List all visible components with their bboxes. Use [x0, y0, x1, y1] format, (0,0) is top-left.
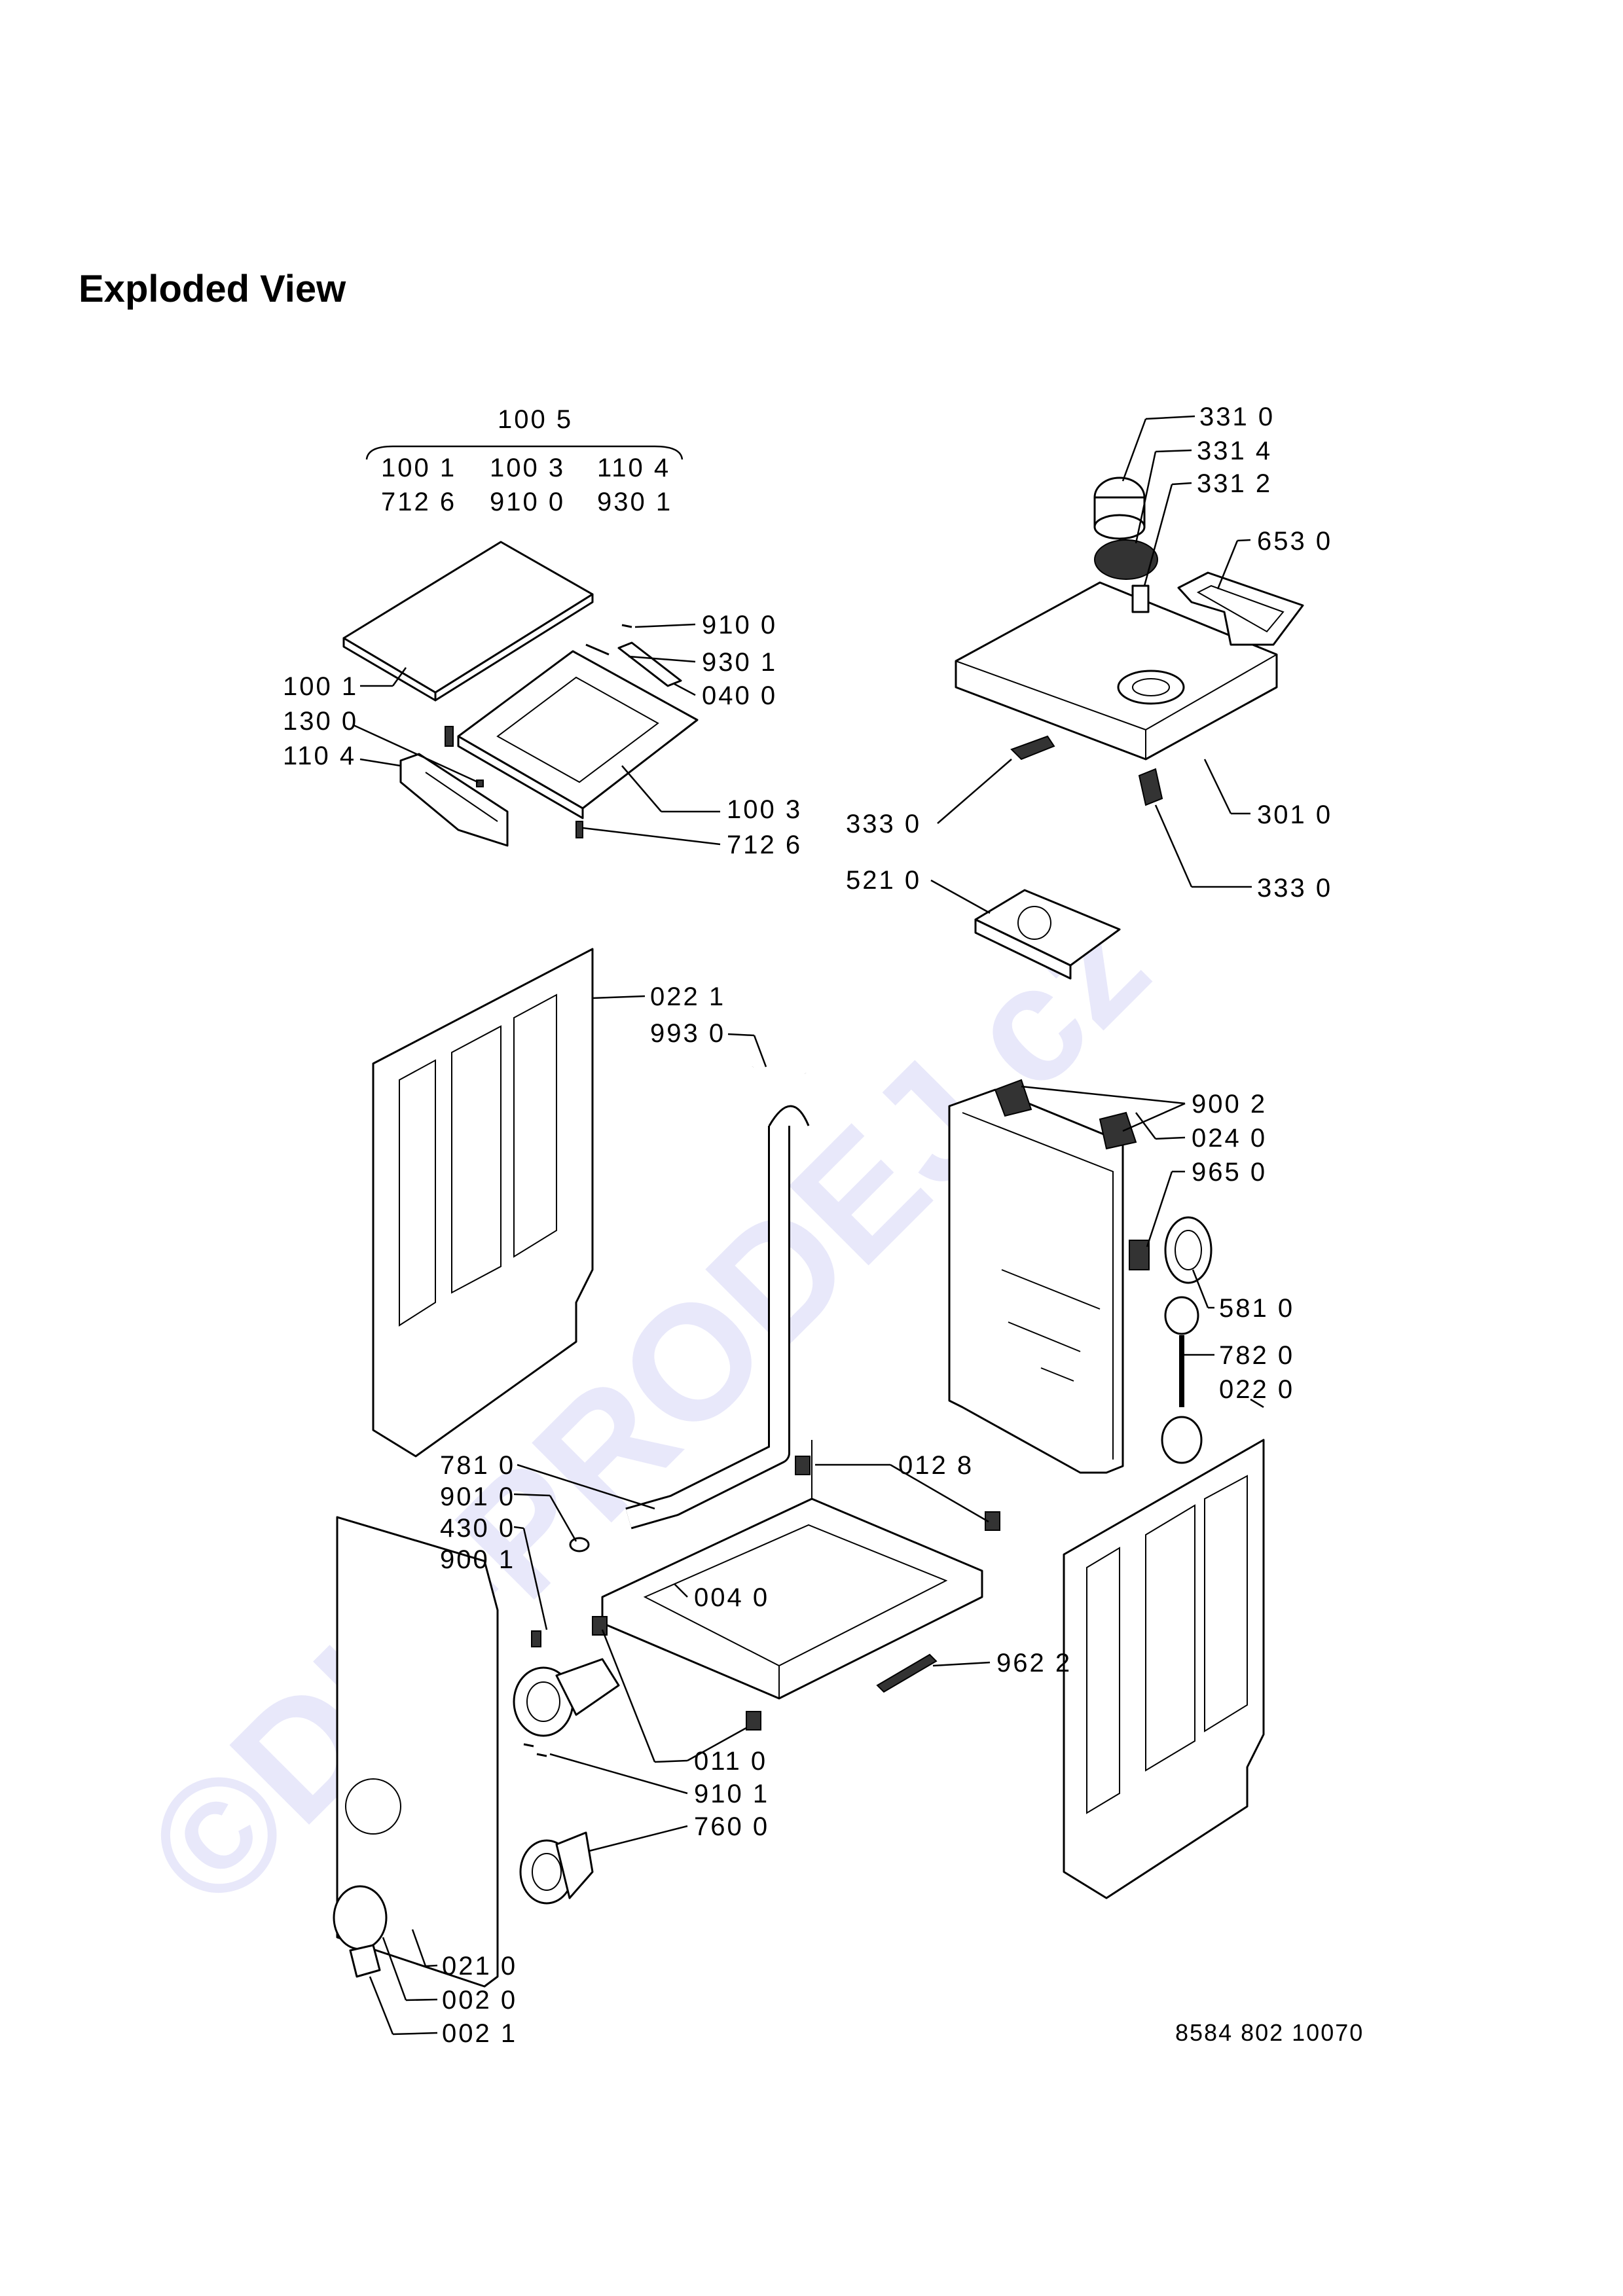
- part-washer-ring: [1161, 1416, 1203, 1464]
- group-brace: [365, 445, 684, 460]
- part-label: 024 0: [1192, 1124, 1267, 1153]
- part-label: 782 0: [1219, 1341, 1294, 1370]
- part-label: 022 1: [650, 982, 725, 1011]
- part-label: 012 8: [898, 1451, 974, 1480]
- part-knob-ring: [1094, 539, 1158, 580]
- page-title: Exploded View: [79, 268, 346, 310]
- part-label: 331 4: [1197, 437, 1272, 465]
- part-side-panel-right: [1063, 1439, 1265, 1899]
- part-hinge: [445, 726, 454, 747]
- group-item: 930 1: [597, 488, 672, 516]
- part-clip-right: [1138, 768, 1163, 806]
- part-label: 333 0: [846, 810, 921, 838]
- group-item: 100 1: [381, 454, 456, 482]
- part-front-trim: [399, 753, 509, 847]
- part-knob-shaft: [1131, 584, 1150, 613]
- part-rear-clip-lower: [1099, 1111, 1137, 1150]
- part-label: 331 2: [1197, 469, 1272, 498]
- part-pin: [621, 624, 632, 628]
- part-label: 781 0: [440, 1451, 515, 1480]
- part-label: 011 0: [694, 1747, 767, 1776]
- part-pump-clip: [531, 1630, 541, 1647]
- group-item: 110 4: [597, 454, 670, 482]
- part-label: 002 0: [442, 1986, 517, 2015]
- part-pressure-switch: [1164, 1216, 1213, 1284]
- part-label: 910 0: [702, 611, 777, 639]
- part-foot: [795, 1456, 811, 1475]
- part-label: 910 1: [694, 1780, 769, 1808]
- part-rear-clip-upper: [994, 1079, 1032, 1117]
- part-washer-ring: [1164, 1296, 1199, 1335]
- part-top-cover: [342, 541, 594, 702]
- part-screw: [536, 1753, 547, 1757]
- part-fill-hose: [625, 1045, 810, 1530]
- group-header-top: 100 5: [498, 405, 573, 434]
- part-label: 301 0: [1257, 800, 1332, 829]
- part-clamp: [569, 1537, 590, 1552]
- part-label: 004 0: [694, 1583, 769, 1612]
- part-flap-hinge: [349, 1944, 381, 1978]
- part-label: 100 1: [283, 672, 358, 701]
- part-control-panel: [955, 581, 1278, 761]
- group-item: 910 0: [490, 488, 565, 516]
- part-electronic-module: [974, 889, 1121, 980]
- part-label: 021 0: [442, 1952, 517, 1981]
- part-label: 653 0: [1257, 527, 1332, 556]
- group-item: 100 3: [490, 454, 565, 482]
- part-label: 962 2: [996, 1649, 1072, 1677]
- part-bracket: [575, 821, 583, 838]
- part-rod: [585, 643, 610, 656]
- leader-lines: [353, 415, 1264, 2036]
- part-side-panel-left: [372, 948, 594, 1458]
- part-label: 333 0: [1257, 874, 1332, 903]
- part-label: 002 1: [442, 2019, 517, 2048]
- part-front-panel: [336, 1516, 499, 1988]
- group-item: 712 6: [381, 488, 456, 516]
- part-foot: [592, 1616, 608, 1636]
- part-labels: 910 0 930 1 040 0 100 1 130 0 110 4 100 …: [283, 403, 1332, 2048]
- part-label: 760 0: [694, 1812, 769, 1841]
- part-top-frame: [457, 650, 699, 819]
- part-label: 331 0: [1199, 403, 1275, 431]
- part-label: 901 0: [440, 1482, 515, 1511]
- part-label: 130 0: [283, 707, 358, 736]
- part-foot: [985, 1511, 1000, 1531]
- part-label: 581 0: [1219, 1294, 1294, 1323]
- part-drain-pump: [513, 1658, 620, 1737]
- part-clip-left: [1010, 735, 1055, 761]
- part-label: 022 0: [1219, 1375, 1294, 1404]
- part-screw: [523, 1743, 534, 1748]
- part-label: 100 3: [727, 795, 802, 824]
- part-filter-housing: [519, 1831, 594, 1905]
- part-label: 900 1: [440, 1545, 515, 1574]
- part-panel-bracket: [1177, 571, 1304, 646]
- part-label: 430 0: [440, 1514, 515, 1543]
- part-slide-bar: [876, 1653, 938, 1693]
- part-service-flap: [333, 1885, 388, 1950]
- part-filter-grille: [1129, 1240, 1150, 1270]
- part-label: 965 0: [1192, 1158, 1267, 1187]
- document-number: 8584 802 10070: [1175, 2019, 1364, 2046]
- part-label: 521 0: [846, 866, 921, 895]
- part-foot: [746, 1711, 761, 1731]
- part-label: 712 6: [727, 831, 802, 859]
- part-label: 993 0: [650, 1019, 725, 1048]
- part-clip: [476, 780, 484, 787]
- part-label: 040 0: [702, 681, 777, 710]
- group-header: 100 5 100 1 100 3 110 4 712 6 910 0 930 …: [365, 405, 684, 516]
- part-label: 110 4: [283, 742, 356, 770]
- part-strip: [617, 641, 682, 687]
- part-label: 930 1: [702, 648, 777, 677]
- part-knob: [1093, 476, 1146, 540]
- part-label: 900 2: [1192, 1090, 1267, 1119]
- part-rear-panel: [948, 1088, 1124, 1474]
